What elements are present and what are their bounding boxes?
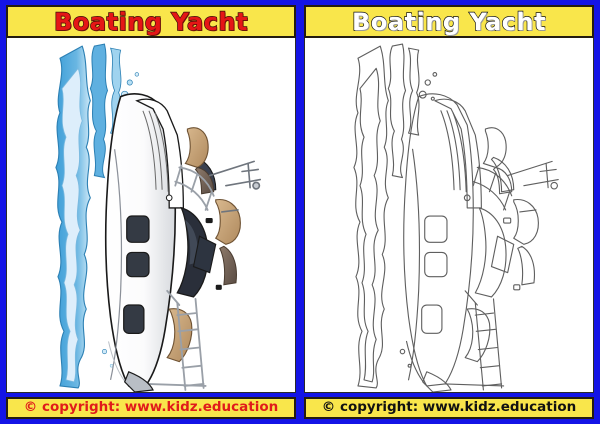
left-panel: Boating Yacht (6, 5, 296, 419)
outline-yacht-coloring-page (353, 43, 559, 392)
left-footer-bar: © copyright: www.kidz.education (6, 397, 296, 419)
water-spray-group (55, 43, 139, 389)
left-page-title: Boating Yacht (53, 7, 248, 36)
left-copyright-text: © copyright: www.kidz.education (23, 399, 279, 416)
right-panel: Boating Yacht (300, 0, 600, 424)
left-artwork-canvas (6, 38, 296, 393)
right-title-bar: Boating Yacht (304, 5, 594, 38)
mast-antenna (208, 160, 262, 213)
colored-yacht-illustration (55, 43, 262, 392)
railing-group (146, 164, 215, 391)
right-footer-bar: © copyright: www.kidz.education (304, 397, 594, 419)
right-page-title: Boating Yacht (351, 7, 546, 36)
right-copyright-text: © copyright: www.kidz.education (321, 399, 577, 416)
yacht-hull (105, 93, 217, 387)
right-artwork-canvas (304, 38, 594, 393)
left-title-bar: Boating Yacht (6, 5, 296, 38)
